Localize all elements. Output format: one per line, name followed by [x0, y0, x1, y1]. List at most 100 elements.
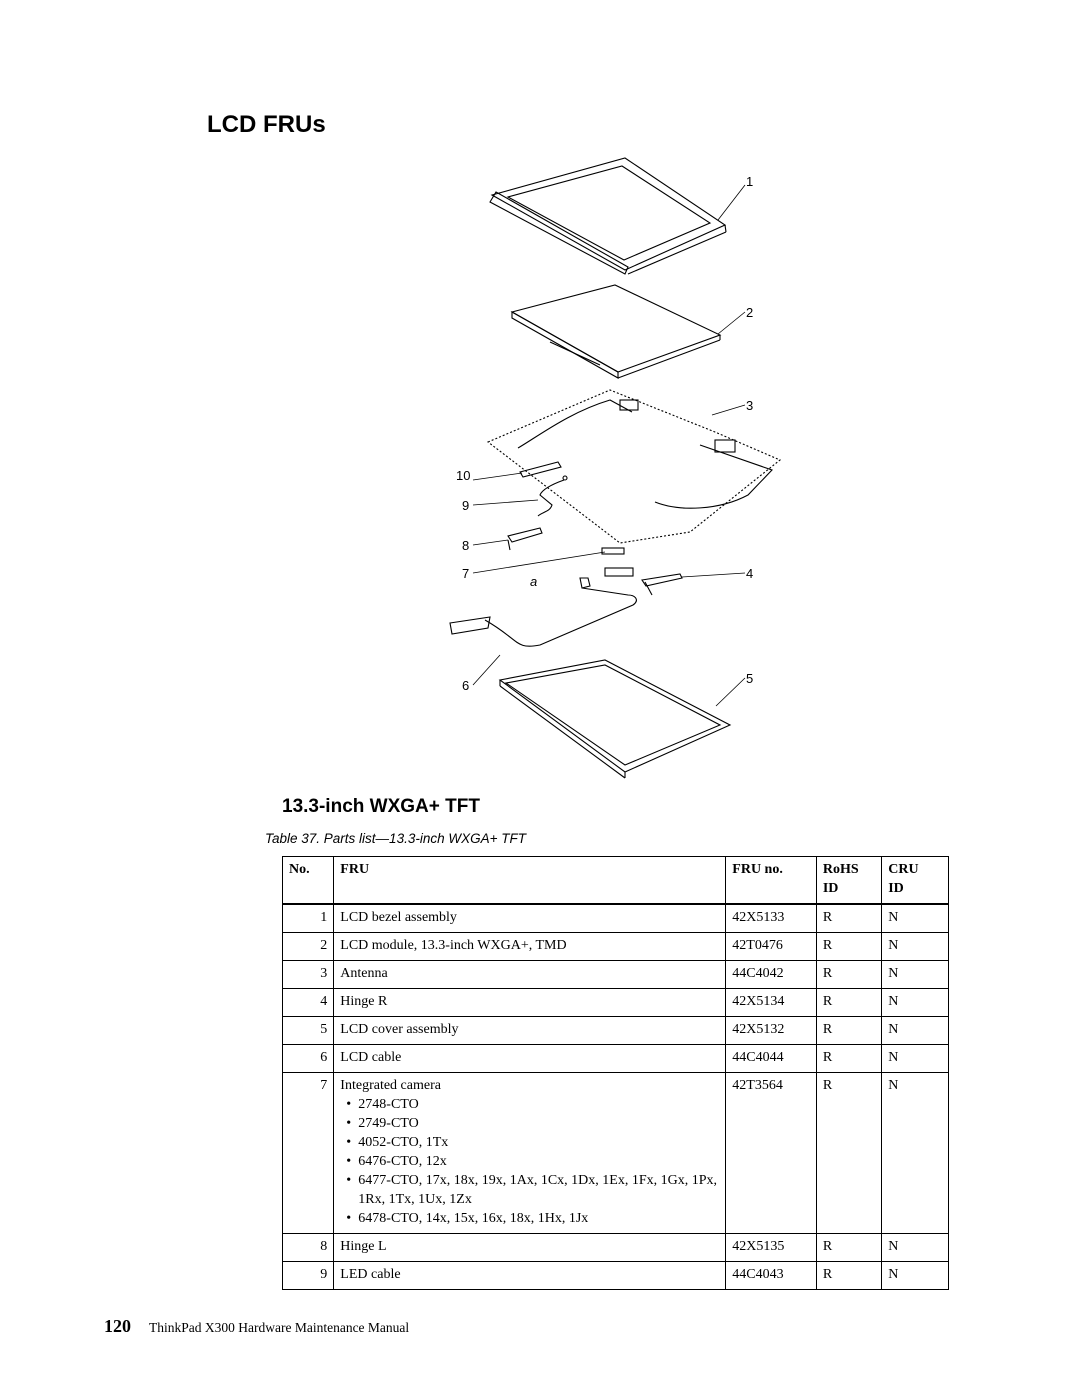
callout-5: 5: [746, 671, 753, 686]
table-row: 5 LCD cover assembly 42X5132 R N: [281, 1016, 949, 1045]
list-item: 2748-CTO: [346, 1095, 719, 1114]
antenna-drawing: [486, 389, 782, 544]
cell-cru: N: [881, 1016, 949, 1045]
cell-cru: N: [881, 903, 949, 933]
cell-cru: N: [881, 988, 949, 1017]
parts-table: No. FRU FRU no. RoHS ID CRU ID 1 LCD bezel…: [281, 856, 949, 1290]
cell-rohs: R: [815, 988, 883, 1017]
list-item: 6476-CTO, 12x: [346, 1152, 719, 1171]
table-row: 6 LCD cable 44C4044 R N: [281, 1044, 949, 1073]
table-row: 3 Antenna 44C4042 R N: [281, 960, 949, 989]
table-row: 1 LCD bezel assembly 42X5133 R N: [281, 903, 949, 933]
part-7-drawing: [579, 547, 634, 589]
lcd-cover-drawing: [498, 659, 732, 779]
cell-fru-no: 42X5134: [725, 988, 817, 1017]
cell-no: 1: [281, 903, 335, 933]
exploded-parts-diagram: 1 2 3 4 5 6 7 8 9 10 a: [400, 150, 800, 790]
page-footer: 120 ThinkPad X300 Hardware Maintenance M…: [104, 1316, 409, 1337]
cell-no: 3: [281, 960, 335, 989]
header-no: No.: [281, 856, 335, 905]
cell-no: 7: [281, 1072, 335, 1234]
cell-rohs: R: [815, 1016, 883, 1045]
cell-rohs: R: [815, 960, 883, 989]
cell-fru-no: 44C4042: [725, 960, 817, 989]
part-10-drawing: [519, 461, 562, 478]
cell-no: 5: [281, 1016, 335, 1045]
callout-3: 3: [746, 398, 753, 413]
table-header-row: No. FRU FRU no. RoHS ID CRU ID: [281, 856, 949, 905]
callout-8: 8: [462, 538, 469, 553]
list-item: 6477-CTO, 17x, 18x, 19x, 1Ax, 1Cx, 1Dx, …: [346, 1171, 719, 1209]
list-item: 6478-CTO, 14x, 15x, 16x, 18x, 1Hx, 1Jx: [346, 1209, 719, 1228]
page-number: 120: [104, 1316, 131, 1336]
list-item: 2749-CTO: [346, 1114, 719, 1133]
cell-no: 2: [281, 932, 335, 961]
table-row: 7 Integrated camera 2748-CTO 2749-CTO 40…: [281, 1072, 949, 1234]
callout-9: 9: [462, 498, 469, 513]
cell-cru: N: [881, 1261, 949, 1290]
cell-fru-no: 42X5133: [725, 903, 817, 933]
table-row: 8 Hinge L 42X5135 R N: [281, 1233, 949, 1262]
lcd-module-drawing: [510, 284, 722, 379]
cell-cru: N: [881, 960, 949, 989]
header-cru-id: CRU ID: [881, 856, 949, 905]
cell-fru: LCD bezel assembly: [333, 903, 727, 933]
book-title: ThinkPad X300 Hardware Maintenance Manua…: [149, 1320, 410, 1335]
cell-fru: Hinge L: [333, 1233, 727, 1262]
table-row: 2 LCD module, 13.3-inch WXGA+, TMD 42T04…: [281, 932, 949, 961]
cell-fru: Hinge R: [333, 988, 727, 1017]
callout-10: 10: [456, 468, 470, 483]
header-cru-sub: ID: [888, 881, 904, 896]
header-fru: FRU: [333, 856, 727, 905]
cell-rohs: R: [815, 903, 883, 933]
cell-fru-no: 44C4043: [725, 1261, 817, 1290]
lcd-bezel-drawing: [489, 157, 727, 275]
cell-rohs: R: [815, 1044, 883, 1073]
cell-fru: LCD cable: [333, 1044, 727, 1073]
cell-rohs: R: [815, 932, 883, 961]
cell-fru-no: 42T0476: [725, 932, 817, 961]
cell-rohs: R: [815, 1233, 883, 1262]
table-row: 9 LED cable 44C4043 R N: [281, 1261, 949, 1290]
table-caption: Table 37. Parts list—13.3-inch WXGA+ TFT: [265, 831, 526, 846]
part-8-drawing: [507, 527, 543, 551]
callout-6: 6: [462, 678, 469, 693]
cell-fru: LCD cover assembly: [333, 1016, 727, 1045]
cell-cru: N: [881, 1233, 949, 1262]
callout-1: 1: [746, 174, 753, 189]
cell-fru-no: 42T3564: [725, 1072, 817, 1234]
callout-leaders: [472, 184, 746, 707]
cell-fru-no: 42X5132: [725, 1016, 817, 1045]
cell-rohs: R: [815, 1261, 883, 1290]
cell-no: 9: [281, 1261, 335, 1290]
list-item: 4052-CTO, 1Tx: [346, 1133, 719, 1152]
hinge-r-drawing: [641, 573, 683, 596]
lcd-cable-drawing: [449, 587, 637, 647]
cell-fru-no: 42X5135: [725, 1233, 817, 1262]
callout-2: 2: [746, 305, 753, 320]
cell-fru-no: 44C4044: [725, 1044, 817, 1073]
cell-cru: N: [881, 932, 949, 961]
part-9-drawing: [537, 475, 568, 517]
header-rohs-sub: ID: [822, 881, 839, 896]
cell-cru: N: [881, 1044, 949, 1073]
callout-4: 4: [746, 566, 753, 581]
cell-no: 4: [281, 988, 335, 1017]
section-title: 13.3-inch WXGA+ TFT: [282, 796, 480, 817]
camera-model-list: 2748-CTO 2749-CTO 4052-CTO, 1Tx 6476-CTO…: [340, 1095, 719, 1228]
table-row: 4 Hinge R 42X5134 R N: [281, 988, 949, 1017]
header-rohs-id: RoHS ID: [815, 856, 883, 905]
cell-cru: N: [881, 1072, 949, 1234]
cell-fru: LED cable: [333, 1261, 727, 1290]
header-fru-no: FRU no.: [725, 856, 817, 905]
header-rohs: RoHS: [822, 862, 859, 877]
cell-rohs: R: [815, 1072, 883, 1234]
cell-fru: Integrated camera 2748-CTO 2749-CTO 4052…: [333, 1072, 727, 1234]
callout-7: 7: [462, 566, 469, 581]
cell-fru: LCD module, 13.3-inch WXGA+, TMD: [333, 932, 727, 961]
cell-no: 8: [281, 1233, 335, 1262]
header-cru: CRU: [888, 862, 919, 877]
cell-fru-label: Integrated camera: [340, 1078, 441, 1093]
callout-a: a: [530, 574, 537, 589]
cell-no: 6: [281, 1044, 335, 1073]
